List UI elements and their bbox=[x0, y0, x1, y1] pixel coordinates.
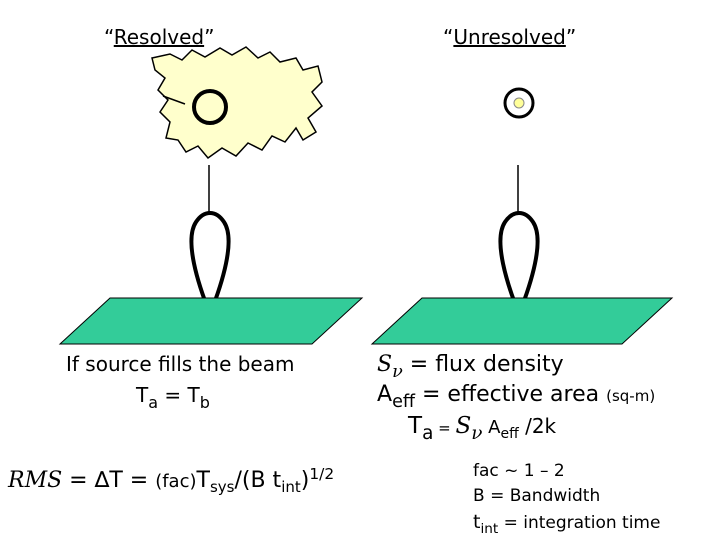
cloud-notch bbox=[162, 95, 186, 105]
left-beam-lobe bbox=[189, 211, 231, 320]
bandwidth-note: B = Bandwidth bbox=[473, 486, 601, 506]
integration-time-note: tint = integration time bbox=[473, 511, 661, 537]
resolved-beam-circle bbox=[192, 89, 228, 125]
flux-density-def: Sν = flux density bbox=[377, 352, 564, 383]
ta-equals-tb: Ta = Tb bbox=[136, 383, 210, 412]
right-beam-lobe bbox=[498, 211, 540, 320]
fac-note: fac ~ 1 – 2 bbox=[473, 461, 565, 481]
unresolved-beam-circle bbox=[503, 87, 535, 119]
unresolved-title: “Unresolved” bbox=[443, 25, 577, 49]
fills-beam-caption: If source fills the beam bbox=[66, 352, 295, 376]
resolved-title: “Resolved” bbox=[104, 25, 215, 49]
rms-equation: RMS = ∆T = (fac)Tsys/(B tint)1/2 bbox=[8, 464, 335, 497]
effective-area-def: Aeff = effective area (sq-m) bbox=[377, 382, 656, 413]
right-ground-plane bbox=[370, 297, 674, 345]
extended-source-cloud bbox=[151, 46, 324, 160]
point-source bbox=[513, 97, 525, 109]
antenna-temp-formula: Ta = Sν Aeff /2k bbox=[408, 413, 557, 445]
left-ground-plane bbox=[58, 297, 364, 345]
